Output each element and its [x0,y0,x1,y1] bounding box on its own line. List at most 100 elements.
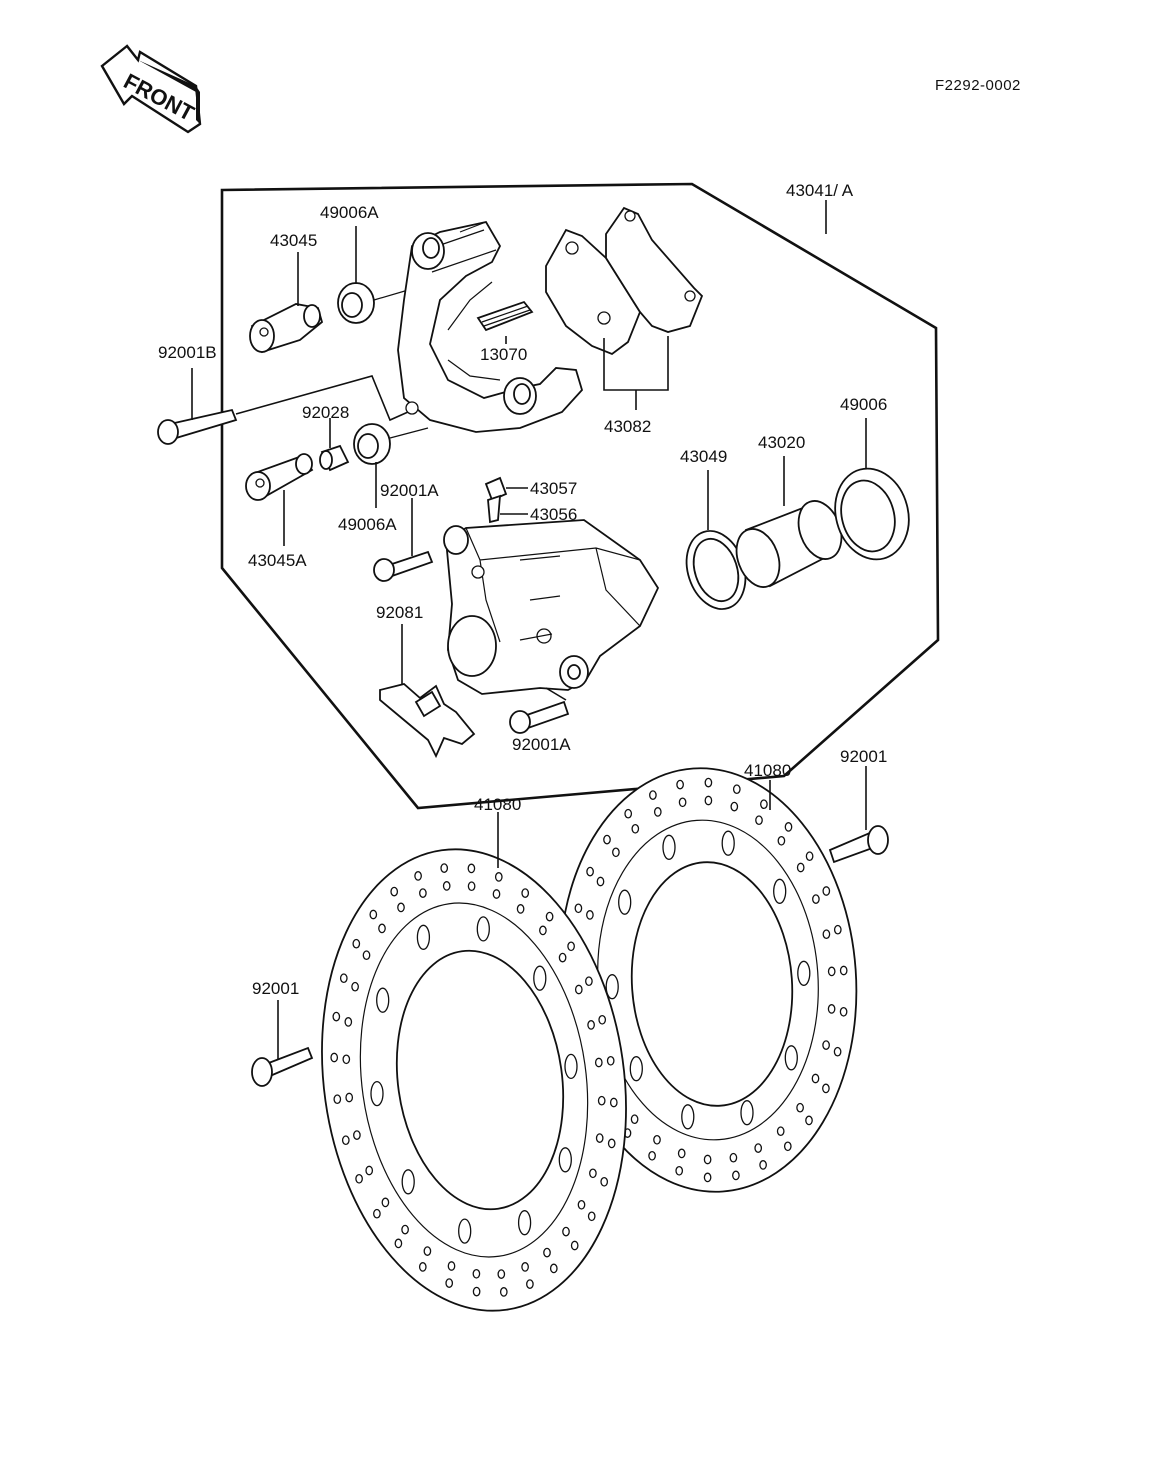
disc-drill-hole [805,851,814,862]
slide-pin-43045 [249,303,324,354]
disc-vent-hole [797,960,811,986]
disc-drill-hole [352,938,361,949]
label-43049: 43049 [680,447,727,466]
disc-vent-hole [564,1053,578,1080]
disc-vent-hole [370,1080,384,1107]
bolt-92001b [157,375,409,445]
disc-drill-hole [574,984,583,995]
disc-drill-hole [777,835,786,846]
label-41080-left: 41080 [474,795,521,814]
disc-drill-hole [609,1097,618,1108]
disc-vent-hole [773,878,787,904]
brake-disc-41080-left [321,812,627,1312]
disc-drill-hole [612,847,620,858]
disc-drill-hole [545,911,554,922]
spring-92081 [379,624,476,759]
disc-drill-hole [600,1176,609,1187]
brake-pads-43082 [545,206,704,410]
disc-drill-hole [822,1040,830,1050]
disc-vent-hole [458,1218,472,1244]
disc-drill-hole [822,1083,830,1094]
disc-drill-hole [339,973,348,984]
disc-vent-hole [558,1147,572,1173]
disc-drill-hole [351,981,359,992]
disc-drill-hole [472,1268,481,1279]
collar-92028 [319,444,350,472]
disc-drill-hole [440,863,449,873]
disc-drill-hole [574,903,583,914]
label-92001b: 92001B [158,343,217,362]
disc-drill-hole [822,886,831,896]
disc-drill-hole [598,1014,607,1025]
label-43056: 43056 [530,505,577,524]
front-arrow-icon: FRONT [100,44,202,134]
disc-drill-hole [585,976,593,987]
disc-drill-hole [630,1114,639,1125]
bolt-92001-right [828,766,889,864]
disc-drill-hole [521,1262,529,1272]
brake-disc-41080-right [558,767,858,1193]
disc-drill-hole [754,1143,763,1153]
diagram-code: F2292-0002 [935,77,1021,94]
disc-vent-hole [533,965,547,991]
disc-drill-hole [732,784,741,795]
bolt-92001a-lower [509,700,570,734]
piston-43020 [735,456,843,588]
piston-seal-43049 [685,470,747,610]
label-49006: 49006 [840,395,887,414]
label-92081: 92081 [376,603,423,622]
disc-drill-hole [418,1262,427,1272]
disc-drill-hole [730,801,739,812]
disc-drill-hole [353,1130,361,1140]
disc-vent-hole [618,889,632,915]
disc-vent-hole [401,1169,415,1195]
disc-vent-hole [662,834,676,860]
label-92001-right: 92001 [840,747,887,766]
disc-drill-hole [587,1211,596,1222]
label-49006a-lower: 49006A [338,515,397,534]
disc-drill-hole [543,1247,551,1258]
boot-49006a-top [337,282,416,324]
label-41080-right: 41080 [744,761,791,780]
disc-drill-hole [442,881,451,891]
disc-drill-hole [594,1057,603,1068]
disc-drill-hole [577,1199,586,1210]
disc-drill-hole [606,1055,615,1066]
disc-drill-hole [587,1020,595,1030]
disc-drill-hole [369,909,378,920]
disc-drill-hole [827,966,836,977]
disc-drill-hole [526,1279,534,1289]
disc-drill-hole [355,1173,363,1184]
disc-vent-hole [605,974,619,1000]
label-49006a-top: 49006A [320,203,379,222]
label-43045a: 43045A [248,551,307,570]
label-92028: 92028 [302,403,349,422]
disc-drill-hole [330,1052,339,1063]
caliper-body [443,519,660,701]
disc-drill-hole [703,1172,712,1183]
disc-drill-hole [447,1261,456,1271]
disc-drill-hole [342,1054,351,1065]
disc-drill-hole [494,872,503,882]
disc-drill-hole [586,866,594,877]
disc-drill-hole [394,1238,403,1249]
disc-vent-hole [681,1104,695,1130]
disc-drill-hole [653,807,662,817]
disc-drill-hole [783,1141,792,1152]
disc-drill-hole [589,1168,597,1179]
disc-drill-hole [839,1006,848,1017]
boot-49006a-lower [353,423,429,465]
disc-drill-hole [755,815,763,826]
disc-vent-hole [784,1045,798,1071]
disc-drill-hole [373,1208,381,1219]
disc-drill-hole [567,941,575,952]
label-43045: 43045 [270,231,317,250]
disc-drill-hole [649,790,657,800]
label-92001a-lower: 92001A [512,735,571,754]
disc-drill-hole [607,1138,616,1149]
disc-drill-hole [401,1224,409,1235]
disc-drill-hole [333,1094,342,1105]
disc-drill-hole [624,808,633,819]
disc-drill-hole [704,795,713,806]
